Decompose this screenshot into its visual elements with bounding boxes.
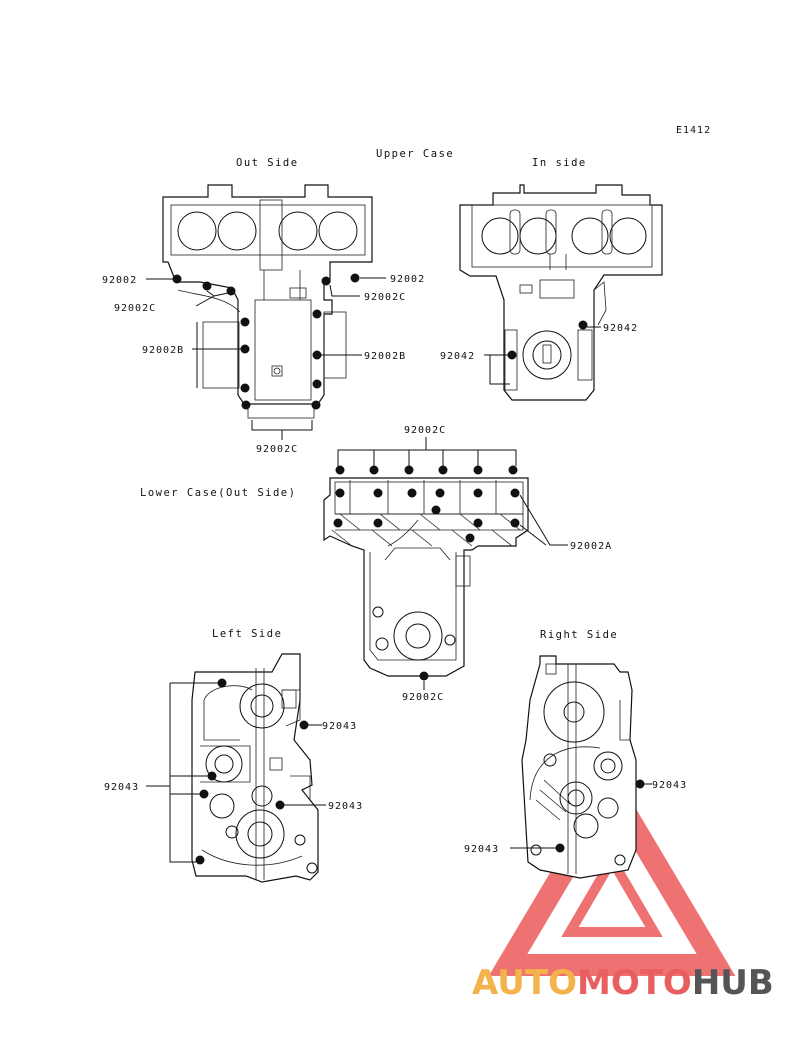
- reference-code: E1412: [676, 125, 711, 136]
- right-side-drawing: [510, 655, 652, 879]
- header-right-side: Right Side: [540, 629, 618, 641]
- header-out-side: Out Side: [236, 157, 299, 169]
- watermark-logo-triangle: [488, 768, 736, 976]
- callout-ui-right-92042: 92042: [603, 323, 638, 334]
- upper-case-outside-drawing: [146, 184, 386, 440]
- left-side-drawing: [146, 653, 326, 883]
- callout-ls-right-lower-92043: 92043: [328, 801, 363, 812]
- callout-lc-top-92002c: 92002C: [404, 425, 446, 436]
- header-upper-case: Upper Case: [376, 148, 454, 160]
- callout-uo-left-92002c: 92002C: [114, 303, 156, 314]
- callout-rs-right-92043: 92043: [652, 780, 687, 791]
- callout-ls-right-upper-92043: 92043: [322, 721, 357, 732]
- svg-text:AUTOMOTOHUB: AUTOMOTOHUB: [472, 963, 774, 1003]
- watermark-part-moto: MOTO: [577, 963, 692, 1003]
- header-in-side: In side: [532, 157, 587, 169]
- callout-uo-bottom-92002c: 92002C: [256, 444, 298, 455]
- watermark-logo-text: AUTOMOTOHUB: [472, 963, 774, 1003]
- watermark-part-hub: HUB: [692, 963, 774, 1003]
- callout-ui-left-92042: 92042: [440, 351, 475, 362]
- callout-uo-right-92002: 92002: [390, 274, 425, 285]
- callout-lc-right-92002a: 92002A: [570, 541, 612, 552]
- callout-uo-left-92002b: 92002B: [142, 345, 184, 356]
- header-left-side: Left Side: [212, 628, 282, 640]
- callout-uo-left-92002: 92002: [102, 275, 137, 286]
- callout-ls-left-92043: 92043: [104, 782, 139, 793]
- watermark-part-auto: AUTO: [472, 963, 577, 1003]
- callout-rs-left-92043: 92043: [464, 844, 499, 855]
- callout-uo-right-92002b: 92002B: [364, 351, 406, 362]
- callout-uo-right-92002c: 92002C: [364, 292, 406, 303]
- lower-case-outside-drawing: [323, 437, 568, 690]
- upper-case-inside-drawing: [459, 184, 663, 401]
- callout-lc-bottom-92002c: 92002C: [402, 692, 444, 703]
- header-lower-case-out-side: Lower Case(Out Side): [140, 487, 296, 499]
